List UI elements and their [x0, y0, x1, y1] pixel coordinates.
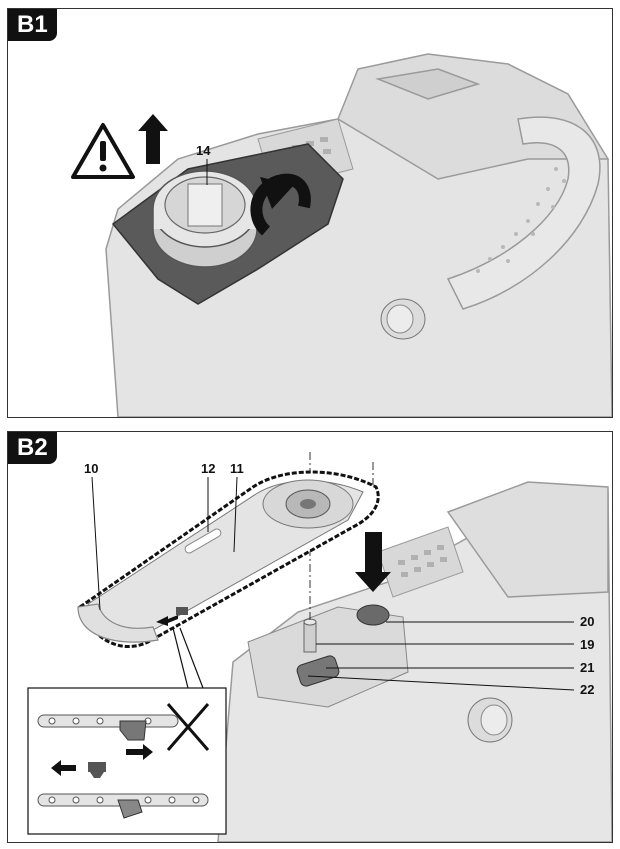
oil-cap-knob: [380, 298, 426, 340]
svg-text:19: 19: [580, 637, 594, 652]
chain-tooth-wrong: [119, 720, 147, 741]
oil-cap-knob: [467, 697, 513, 743]
svg-text:21: 21: [580, 660, 594, 675]
saw-body: [217, 481, 612, 842]
chainsaw-illustration-b2: 10 12 11 20 19 21 22: [27, 452, 612, 842]
tensioning-knob[interactable]: [152, 170, 258, 268]
svg-text:10: 10: [84, 461, 98, 476]
mounting-plate: [247, 604, 409, 708]
saw-handle: [446, 116, 601, 310]
figure-label-b1: B1: [8, 9, 57, 41]
callout-12: 12: [201, 461, 215, 532]
chain-tooth-correct: [117, 799, 143, 819]
chain-direction-mark: [156, 607, 188, 626]
svg-text:22: 22: [580, 682, 594, 697]
callout-22: 22: [307, 675, 594, 697]
right-arrow-icon: [126, 744, 153, 760]
callout-20: 20: [386, 614, 594, 629]
chain-links-bottom: [37, 793, 209, 807]
chain-link-icon: [88, 762, 106, 778]
up-arrow-icon: [138, 114, 168, 164]
cross-mark-icon: [166, 703, 210, 751]
chain-sprocket: [262, 479, 354, 529]
inset-leader: [172, 627, 204, 689]
left-arrow-icon: [51, 760, 76, 776]
svg-text:11: 11: [230, 461, 244, 476]
callout-19: 19: [316, 637, 594, 652]
callout-10: 10: [84, 461, 101, 611]
svg-text:20: 20: [580, 614, 594, 629]
bar-cover: [77, 603, 159, 643]
chain-links-top: [37, 714, 179, 728]
callout-14: 14: [196, 143, 211, 158]
figure-panel-b1: B1: [7, 8, 613, 418]
rotate-arrow-icon: [250, 173, 311, 236]
handle-grip-texture: [476, 167, 566, 273]
svg-text:12: 12: [201, 461, 215, 476]
warning-triangle-icon: [71, 123, 135, 179]
down-arrow-icon: [355, 532, 391, 592]
callout-21: 21: [326, 660, 594, 675]
callout-11: 11: [230, 461, 244, 553]
vent-block: [377, 526, 464, 598]
chain-orientation-inset: [27, 687, 227, 835]
figure-label-b2: B2: [8, 432, 57, 464]
figure-panel-b2: B2: [7, 431, 613, 843]
chainsaw-illustration-b1: 14: [71, 53, 612, 417]
